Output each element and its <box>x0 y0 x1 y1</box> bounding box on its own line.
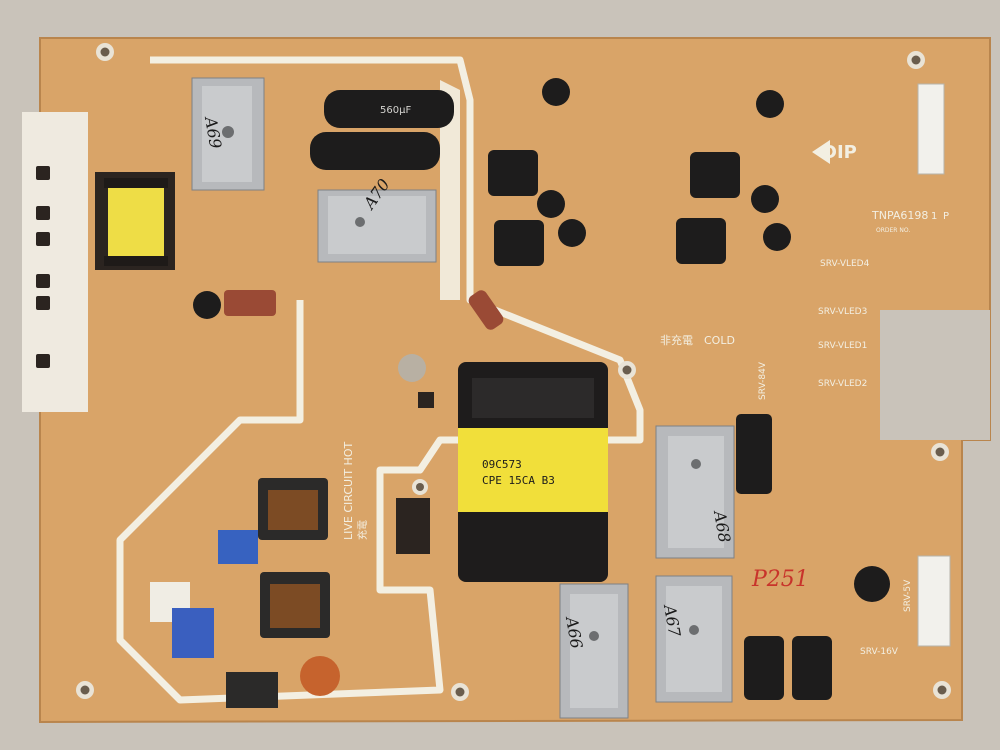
cold-label-jp: 非充電 <box>660 333 693 347</box>
dip-label: DIP <box>822 142 857 163</box>
main-transformer <box>458 362 608 582</box>
heatsink-right-upper <box>655 425 735 559</box>
common-mode-chokes <box>258 478 330 638</box>
rail-vled1: SRV-VLED1 <box>818 341 867 351</box>
board-revision-1: 1 <box>931 211 937 222</box>
heatsink-bottom-left <box>559 583 629 719</box>
rail-vled4: SRV-VLED4 <box>820 259 870 269</box>
heatsink-top-center <box>317 189 437 263</box>
cold-label: COLD <box>704 334 735 347</box>
dip-arrow <box>812 140 830 164</box>
rail-vled3: SRV-VLED3 <box>818 307 867 317</box>
handwritten-p251: P251 <box>751 567 809 592</box>
left-smd-parts <box>36 166 50 368</box>
aux-transformer <box>95 172 175 270</box>
hot-zone-fill <box>440 80 460 300</box>
rail-84v: SRV-84V <box>758 361 768 400</box>
order-label: ORDER NO. <box>876 227 910 234</box>
transformer-marking-line1: 09C573 <box>482 458 522 471</box>
board-notch <box>880 310 990 440</box>
bulk-cap-marking: 560μF <box>380 105 411 116</box>
misc-components <box>150 290 504 708</box>
left-silk-panel <box>22 112 88 412</box>
board-part-number: TNPA6198 <box>871 209 928 222</box>
board-revision-2: P <box>943 211 949 222</box>
rail-vled2: SRV-VLED2 <box>818 379 867 389</box>
rail-16v: SRV-16V <box>860 647 899 657</box>
transformer-marking-line2: CPE 15CA B3 <box>482 474 555 487</box>
heatsink-top-left <box>191 77 265 191</box>
mounting-holes <box>76 43 951 701</box>
connectors <box>917 83 951 647</box>
hot-zone-label-jp: 充電 <box>356 520 369 540</box>
heatsink-bottom-right <box>655 575 733 703</box>
rail-5v: SRV-5V <box>903 579 913 612</box>
hot-zone-label: LIVE CIRCUIT HOT <box>342 442 355 540</box>
bulk-capacitors <box>310 90 454 170</box>
small-capacitors <box>488 78 890 700</box>
